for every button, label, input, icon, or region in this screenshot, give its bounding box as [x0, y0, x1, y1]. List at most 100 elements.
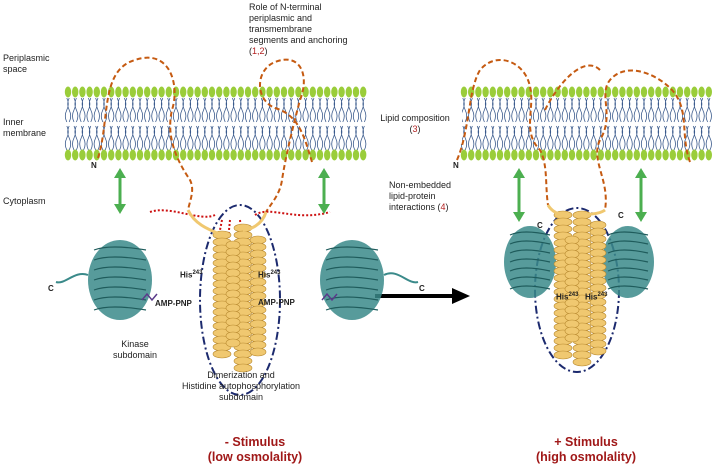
lipid-tail	[266, 97, 273, 123]
lipid-head	[345, 149, 352, 161]
lipid-head	[460, 86, 468, 98]
lipid-head	[482, 86, 489, 98]
lipid-head	[302, 149, 309, 161]
lipid-head	[100, 86, 108, 98]
lipid-tail	[561, 97, 568, 123]
lipid-head	[295, 149, 302, 161]
lipid-head	[504, 86, 511, 98]
his-label-right-a: His243	[556, 292, 579, 302]
transition-arrow-head	[452, 288, 470, 304]
lipid-head	[597, 86, 604, 98]
lipid-tail	[532, 97, 540, 123]
lipid-tail	[208, 125, 216, 151]
lipid-head	[72, 86, 79, 98]
lipid-tail	[309, 125, 316, 151]
alpha-helix	[589, 220, 607, 356]
lipid-head	[532, 86, 540, 98]
lipid-tail	[496, 125, 504, 151]
lipid-tail	[108, 97, 115, 123]
lipid-tail	[540, 125, 547, 151]
minus-stimulus-label: - Stimulus(low osmolality)	[207, 435, 303, 464]
lipid-head	[511, 86, 518, 98]
lipid-tail	[316, 125, 324, 151]
lipid-tail	[583, 125, 590, 151]
lipid-tail	[482, 125, 489, 151]
lipid-tail	[72, 97, 79, 123]
lipid-head	[216, 86, 223, 98]
lipid-tail	[295, 125, 302, 151]
kinase-domain	[320, 240, 384, 320]
lipid-head	[187, 149, 194, 161]
helix-turn	[553, 350, 573, 360]
lipid-head	[244, 86, 252, 98]
c-terminus-label: C	[618, 211, 624, 220]
lipid-head	[129, 149, 136, 161]
lipid-tail	[252, 97, 259, 123]
lipid-tail	[568, 97, 576, 123]
lipid-head	[151, 149, 158, 161]
lipid-head	[115, 86, 122, 98]
lipid-tail	[201, 97, 208, 123]
lipid-head	[475, 86, 482, 98]
lipid-tail	[93, 97, 100, 123]
lipid-head	[345, 86, 352, 98]
lipid-tail	[331, 125, 338, 151]
kinase-domain	[504, 226, 556, 298]
c-terminus-label: C	[537, 221, 543, 230]
lipid-head	[122, 149, 129, 161]
lipid-head	[597, 149, 604, 161]
lipid-head	[684, 86, 691, 98]
helix-linker	[186, 209, 223, 237]
lipid-tail	[280, 97, 288, 123]
lipid-head	[259, 149, 266, 161]
lipid-head	[144, 86, 151, 98]
his-label-left-a: His243	[180, 270, 203, 280]
lipid-head	[158, 86, 165, 98]
lipid-head	[698, 149, 705, 161]
lipid-head	[79, 86, 86, 98]
helix-turn	[225, 338, 241, 348]
lipid-head	[115, 149, 122, 161]
beta-strand	[607, 249, 649, 254]
cytoplasm-label: Cytoplasm	[3, 196, 46, 206]
lipid-head	[554, 86, 561, 98]
amp-pnp-molecule	[141, 292, 158, 302]
lipid-tail	[302, 97, 309, 123]
alpha-helix	[225, 240, 241, 348]
lipid-tail	[676, 125, 684, 151]
lipid-head	[489, 149, 496, 161]
beta-strand	[93, 286, 147, 291]
beta-strand	[325, 286, 379, 291]
lipid-head	[338, 149, 345, 161]
lipid-tail	[475, 97, 482, 123]
lipid-head	[208, 86, 216, 98]
beta-strand	[607, 276, 649, 281]
lipid-head	[648, 86, 655, 98]
lipid-tail	[662, 97, 669, 123]
lipid-tail	[223, 125, 230, 151]
lipid-tail	[547, 125, 554, 151]
lipid-head	[158, 149, 165, 161]
lipid-tail	[691, 125, 698, 151]
lipid-tail	[496, 97, 504, 123]
lipid-tail	[280, 125, 288, 151]
lipid-head	[662, 149, 669, 161]
lipid-head	[468, 149, 475, 161]
lipid-head	[504, 149, 511, 161]
lipid-head	[223, 149, 230, 161]
lipid-head	[280, 86, 288, 98]
lipid-head	[72, 149, 79, 161]
double-arrow	[114, 168, 126, 214]
lipid-tail	[194, 97, 201, 123]
lipid-tail	[165, 125, 172, 151]
lipid-tail	[194, 125, 201, 151]
lipid-tail	[316, 97, 324, 123]
lipid-tail	[93, 125, 100, 151]
lipid-head	[576, 149, 583, 161]
lipid-head	[230, 86, 237, 98]
periplasmic-loop	[259, 58, 313, 213]
beta-strand	[607, 258, 649, 263]
lipid-tail	[144, 97, 151, 123]
